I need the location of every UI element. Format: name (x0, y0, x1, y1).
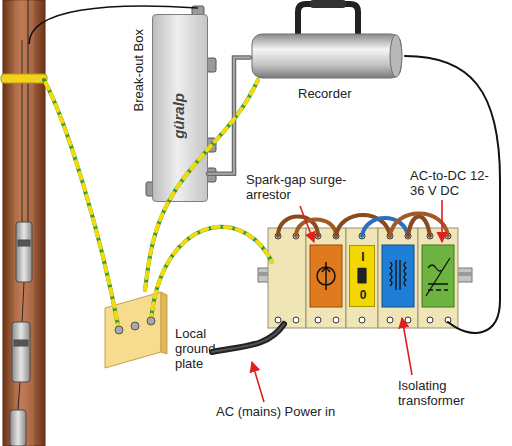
isolator-switch: I0 (349, 245, 375, 307)
carry-handle (310, 0, 346, 8)
borehole-sensor (10, 222, 32, 446)
recorder-body (252, 34, 401, 78)
recorder-case: Recorder (250, 0, 405, 80)
power-cable (212, 324, 284, 352)
cable-core (208, 58, 250, 174)
borehole-casing (3, 0, 45, 446)
din-module-housing (306, 228, 346, 328)
borehole-sensor (16, 222, 32, 282)
borehole-cable (22, 282, 24, 322)
terminal-screw (275, 317, 281, 323)
terminal-screw (293, 317, 299, 323)
borehole-casing (3, 0, 45, 446)
bridge-wire (390, 214, 448, 237)
transformer-front (382, 245, 414, 307)
switch-lever (357, 268, 366, 284)
recorder-end-cap (390, 35, 402, 77)
plate-edge (161, 292, 167, 354)
ground-cable (151, 227, 272, 321)
terminal-screw (333, 317, 339, 323)
borehole-sensor (14, 340, 28, 346)
ground-strap (1, 74, 47, 83)
callout-label: AC-to-DC 12-36 V DC (410, 168, 492, 198)
ac-dc-converter-front (422, 245, 454, 307)
ac-dc-converter-front (422, 245, 454, 307)
node-text: güralp (171, 93, 186, 139)
terminal-screw (315, 317, 321, 323)
node-text: Recorder (298, 86, 351, 101)
break-out-box: Break-out Boxgüralp (152, 14, 208, 202)
terminal-screw (359, 317, 365, 323)
surge-arrestor-front (322, 262, 330, 290)
cable-connector (207, 138, 216, 152)
terminal-screw (405, 317, 411, 323)
borehole-sensor (18, 240, 30, 246)
ground-strap (1, 74, 47, 83)
din-module-housing (378, 228, 418, 328)
plate-outline (105, 290, 167, 368)
power-cable (212, 324, 284, 352)
ac-dc-converter-front (426, 258, 450, 296)
callout-arrow (252, 200, 442, 402)
terminal-screw (387, 317, 393, 323)
transformer-front (390, 260, 406, 290)
node-text: Local ground plate (175, 326, 233, 371)
din-module-housing (346, 228, 378, 328)
bridge-wire (296, 220, 336, 237)
cable-connector (208, 58, 250, 174)
node-text: I (350, 250, 376, 265)
borehole-sensor (10, 410, 26, 446)
power-cable (212, 56, 500, 352)
borehole-sensor (12, 322, 30, 382)
node-text: Break-out Box (131, 29, 146, 111)
recorder-outline (250, 0, 405, 80)
callout-label: AC (mains) Power in (216, 404, 386, 419)
callout-label: Isolating transformer (398, 378, 490, 408)
cable-connector (207, 168, 216, 182)
callout-arrow (300, 206, 314, 242)
plate-face (105, 292, 161, 368)
transformer-front (382, 245, 414, 307)
din-module-housing (268, 228, 306, 328)
ground-plate: Local ground plate (105, 290, 167, 368)
ground-cable (44, 80, 119, 330)
power-cable (405, 56, 500, 333)
terminal-screw (427, 317, 433, 323)
callout-arrow (252, 362, 264, 402)
carry-handle (298, 4, 358, 36)
callout-arrow (441, 200, 443, 242)
cable-connector (207, 58, 216, 72)
callout-arrow (402, 318, 412, 375)
surge-arrestor-front (310, 245, 342, 307)
callout-label: Spark-gap surge-arrestor (246, 172, 350, 202)
borehole-cable (22, 40, 23, 222)
bridge-wire (278, 214, 448, 237)
borehole-cable (28, 0, 29, 222)
bridge-wire (408, 217, 430, 237)
terminal-screw (445, 317, 451, 323)
din-module-housing (418, 228, 458, 328)
din-module-housing (268, 228, 458, 328)
borehole-cable (18, 382, 20, 410)
surge-arrestor-front (310, 245, 342, 307)
ground-cable (151, 227, 272, 321)
node-text: 0 (350, 288, 376, 303)
ground-cable (44, 80, 119, 330)
